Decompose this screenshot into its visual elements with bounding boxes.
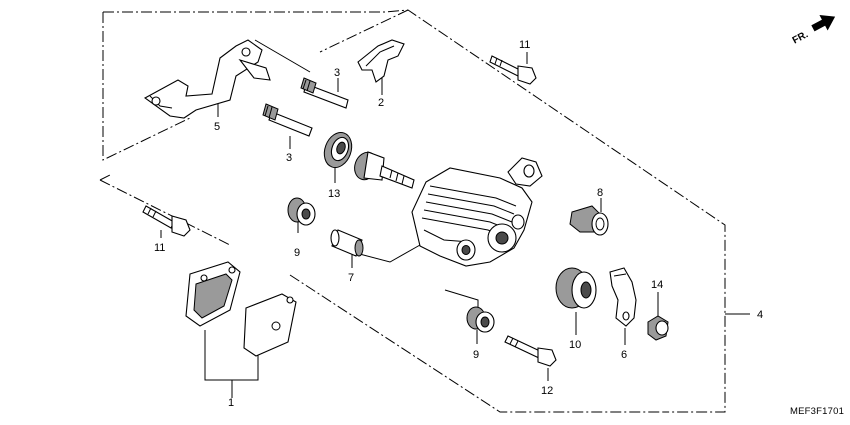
callout-9-lower: 9	[473, 349, 479, 361]
direction-label: FR.	[791, 29, 811, 46]
callout-12: 12	[541, 385, 553, 397]
callout-9-upper: 9	[294, 247, 300, 259]
boot-part-9-lower	[466, 306, 495, 333]
callout-11-upper: 11	[519, 39, 530, 51]
callout-1: 1	[228, 397, 234, 409]
pin-part-3-lower	[262, 103, 313, 137]
callout-7: 7	[348, 272, 354, 284]
forward-arrow-icon	[811, 15, 836, 32]
bolt-part-11-lower	[142, 205, 191, 237]
pad-spring-part-2	[357, 39, 405, 83]
boot-part-9-upper	[287, 197, 316, 226]
bleeder-part-8	[569, 205, 609, 236]
brake-pads-part-1	[185, 261, 297, 357]
callout-10: 10	[569, 339, 581, 351]
retainer-part-6	[609, 267, 637, 327]
callout-8: 8	[597, 187, 603, 199]
callout-3-upper: 3	[334, 67, 340, 79]
sleeve-part-7	[330, 229, 364, 257]
boot-part-10	[555, 267, 597, 309]
caliper-body	[411, 157, 543, 267]
bolt-part-12	[504, 335, 557, 367]
bolt-part-11-upper	[489, 55, 537, 85]
callout-11-lower: 11	[154, 242, 165, 254]
pin-part-3-upper	[300, 77, 349, 109]
assembly-boundary	[99, 9, 726, 413]
callout-4: 4	[757, 309, 763, 321]
diagram-code: MEF3F1701	[790, 406, 844, 417]
callout-3-lower: 3	[286, 152, 292, 164]
caliper-piston	[354, 151, 415, 189]
seal-part-13	[323, 132, 353, 168]
callout-2: 2	[378, 97, 384, 109]
bracket-part-5	[143, 39, 271, 119]
callout-5: 5	[214, 121, 220, 133]
callout-14: 14	[651, 279, 663, 291]
nut-part-14	[647, 315, 669, 341]
leader-lines	[160, 39, 750, 398]
callout-6: 6	[621, 349, 627, 361]
callouts: 1 2 3 3 4 5 6 7 8 9 9 10 11 11 12 13 14	[154, 39, 763, 409]
direction-indicator: FR.	[791, 15, 836, 47]
callout-13: 13	[328, 188, 340, 200]
